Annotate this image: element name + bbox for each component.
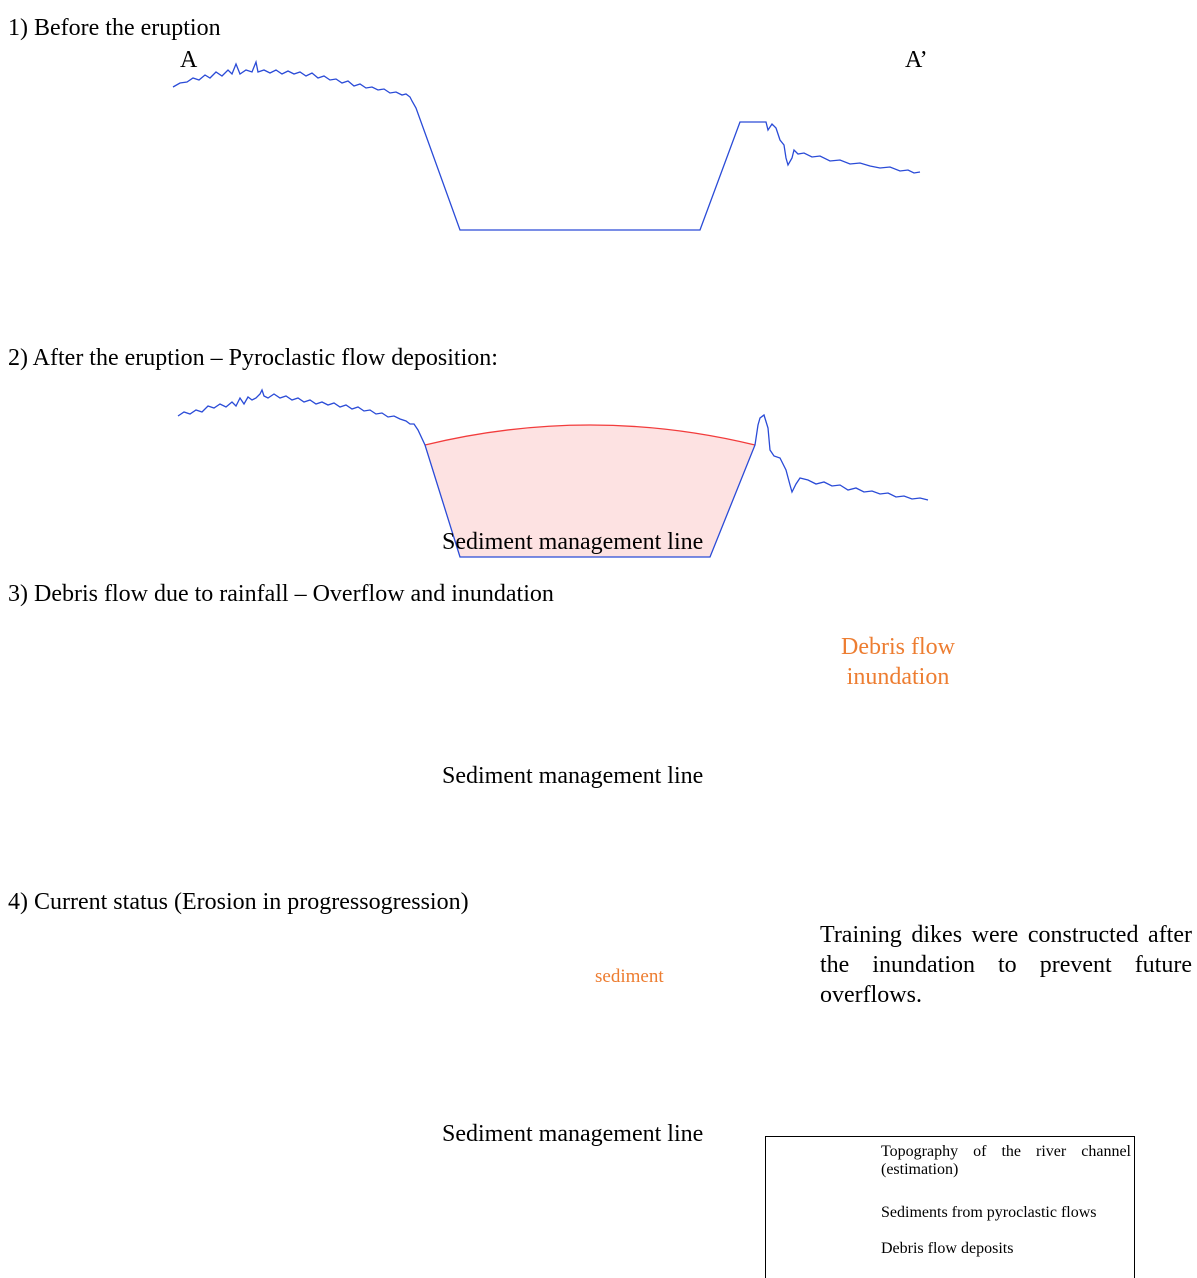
legend: Topography of the river channel (estimat… (765, 1136, 1135, 1278)
panel-2-diagram (177, 388, 929, 558)
panel-2-title: 2) After the eruption – Pyroclastic flow… (8, 345, 498, 371)
debris-inundation-label: Debris flow inundation (828, 632, 968, 692)
legend-pyroclastic-label: Sediments from pyroclastic flows (881, 1204, 1097, 1221)
legend-debris-label: Debris flow deposits (881, 1240, 1014, 1257)
section-label-a-prime: A’ (905, 47, 928, 73)
pyroclastic-surface-line (424, 424, 756, 446)
panel-1-title: 1) Before the eruption (8, 15, 221, 41)
training-dike-note: Training dikes were constructed after th… (820, 922, 1192, 1008)
pyroclastic-deposit (425, 425, 755, 557)
sediment-line-label: Sediment management line (442, 1121, 704, 1147)
panel-4-title: 4) Current status (Erosion in progressog… (8, 889, 469, 915)
panel-1-diagram (172, 59, 921, 231)
sediment-line-label: Sediment management line (442, 529, 704, 555)
topography-line (172, 59, 921, 231)
section-label-a: A (180, 47, 198, 73)
debris-label-line-2: inundation (846, 664, 950, 690)
legend-topography-label: Topography of the river channel (estimat… (881, 1143, 1131, 1178)
panel-3-title: 3) Debris flow due to rainfall – Overflo… (8, 581, 554, 607)
sediment-line-label: Sediment management line (442, 763, 704, 789)
sediment-arrow-label: sediment (595, 966, 664, 987)
topography-line (177, 388, 929, 558)
debris-label-line-1: Debris flow (841, 634, 955, 660)
